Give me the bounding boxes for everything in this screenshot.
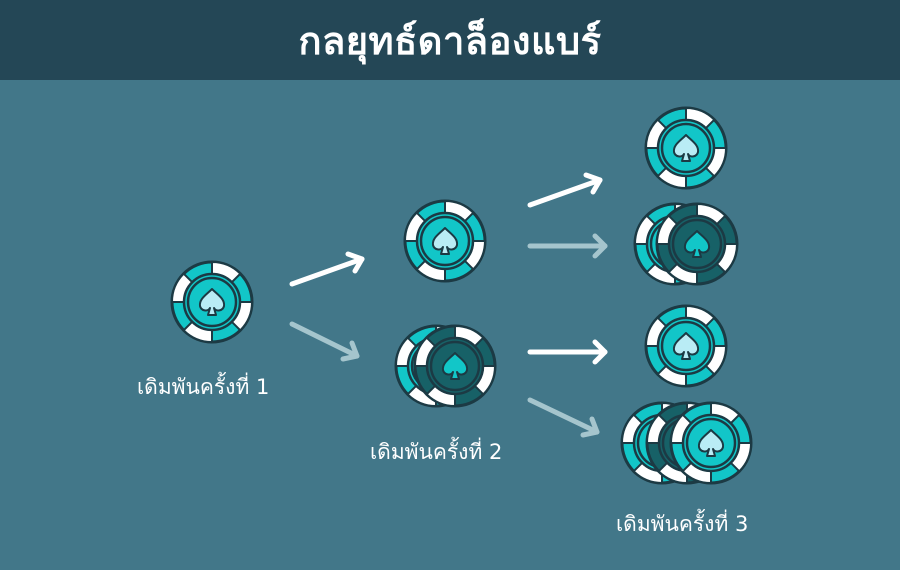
stage3-label: เดิมพันครั้งที่ 3 (616, 512, 749, 536)
win-arrow-1 (289, 251, 365, 287)
page-title: กลยุทธ์ดาล็องแบร์ (298, 18, 602, 63)
loss-arrow-1 (289, 321, 360, 362)
chip-stack-stage3-b (633, 202, 739, 286)
loss-arrow-3 (527, 397, 600, 438)
chip-stage2-win (403, 199, 487, 283)
chip-stage3-a (644, 106, 728, 190)
win-arrow-3 (527, 339, 608, 365)
chip-stage1 (170, 260, 254, 344)
header-bar: กลยุทธ์ดาล็องแบร์ (0, 0, 900, 80)
win-arrow-2 (527, 172, 603, 208)
stage2-label: เดิมพันครั้งที่ 2 (370, 440, 503, 464)
chip-stage3-c (644, 304, 728, 388)
loss-arrow-2 (527, 233, 608, 259)
stage1-label: เดิมพันครั้งที่ 1 (137, 375, 270, 399)
chip-stack-stage2-loss (394, 324, 497, 408)
chip-stack-stage3-d (620, 401, 753, 485)
